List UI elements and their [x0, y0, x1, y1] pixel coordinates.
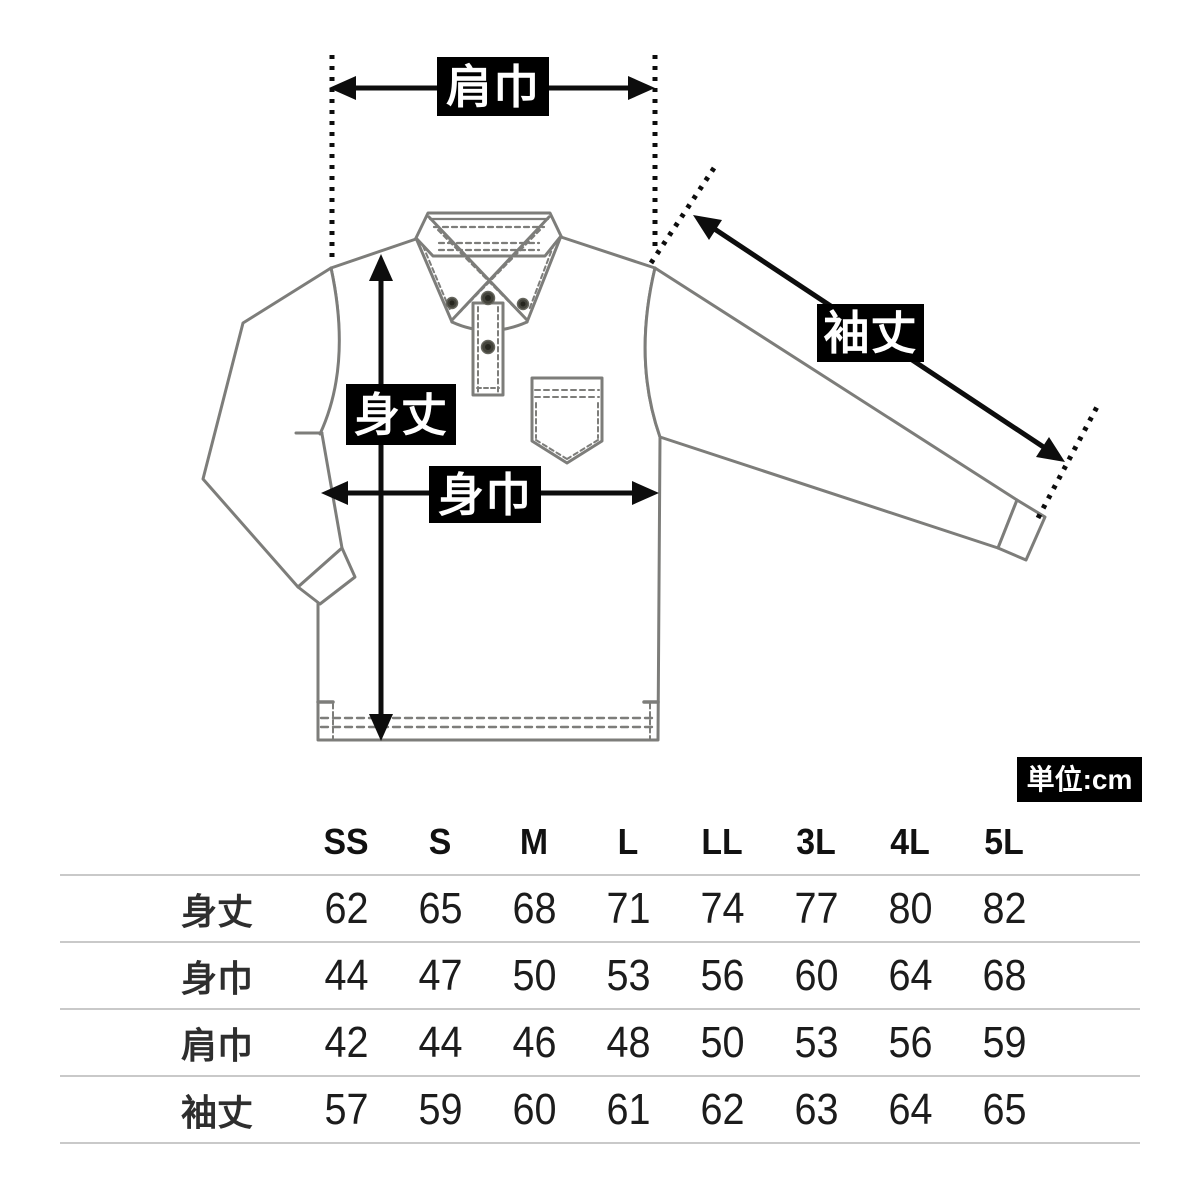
- table-cell: 63: [793, 1084, 839, 1134]
- collar-cross-line-1: [427, 215, 529, 322]
- table-cell: 61: [605, 1084, 651, 1134]
- table-cell: 80: [887, 883, 933, 933]
- left-sleeve: [203, 268, 342, 587]
- left-cuff: [296, 546, 357, 606]
- table-cell: 77: [793, 883, 839, 933]
- column-header-m: M: [519, 820, 549, 862]
- table-cell: 64: [887, 950, 933, 1000]
- column-header-4l: 4L: [890, 820, 930, 862]
- guide-cuff-diagonal: [1035, 403, 1101, 520]
- table-cell: 50: [511, 950, 557, 1000]
- table-cell: 53: [793, 1017, 839, 1067]
- table-cell: 46: [511, 1017, 557, 1067]
- table-cell: 65: [981, 1084, 1027, 1134]
- chest-pocket: [530, 376, 604, 465]
- table-cell: 56: [887, 1017, 933, 1067]
- table-cell: 42: [323, 1017, 369, 1067]
- table-row-body-width: 身巾 44 47 50 53 56 60 64 68: [60, 943, 1140, 1010]
- column-header-ll: LL: [701, 820, 743, 862]
- table-cell: 53: [605, 950, 651, 1000]
- table-cell: 62: [323, 883, 369, 933]
- row-label: 身巾: [180, 957, 253, 999]
- unit-note: 単位:cm: [1017, 757, 1142, 802]
- collar-leaf-left-edge: [414, 236, 454, 324]
- buttons: [445, 290, 530, 355]
- table-cell: 48: [605, 1017, 651, 1067]
- sleeve-length-label: 袖丈: [817, 304, 924, 362]
- button-down-collar: [414, 211, 563, 332]
- body-length-arrow: [369, 254, 393, 741]
- table-cell: 60: [511, 1084, 557, 1134]
- body-length-label: 身丈: [346, 384, 456, 445]
- guide-dotted-lines: [329, 55, 1101, 520]
- collar-cross-line-2: [450, 215, 551, 322]
- table-cell: 47: [417, 950, 463, 1000]
- table-cell: 82: [981, 883, 1027, 933]
- table-cell: 44: [323, 950, 369, 1000]
- table-row-shoulder-width: 肩巾 42 44 46 48 50 53 56 59: [60, 1010, 1140, 1077]
- size-table: SS S M L LL 3L 4L 5L 身丈 62 65 68 71 74 7…: [60, 809, 1140, 1144]
- table-cell: 59: [981, 1017, 1027, 1067]
- row-label: 肩巾: [180, 1024, 253, 1066]
- left-armhole-seam: [318, 266, 341, 436]
- table-cell: 64: [887, 1084, 933, 1134]
- table-cell: 68: [981, 950, 1027, 1000]
- table-cell: 65: [417, 883, 463, 933]
- table-cell: 68: [511, 883, 557, 933]
- table-cell: 44: [417, 1017, 463, 1067]
- column-header-l: L: [617, 820, 639, 862]
- table-cell: 50: [699, 1017, 745, 1067]
- table-cell: 71: [605, 883, 651, 933]
- column-header-5l: 5L: [984, 820, 1024, 862]
- table-row-sleeve-length: 袖丈 57 59 60 61 62 63 64 65: [60, 1077, 1140, 1144]
- row-label: 袖丈: [180, 1091, 253, 1133]
- column-header-s: S: [428, 820, 452, 862]
- row-label: 身丈: [180, 890, 253, 932]
- table-cell: 74: [699, 883, 745, 933]
- right-cuff: [996, 498, 1047, 562]
- table-cell: 59: [417, 1084, 463, 1134]
- shoulder-width-label: 肩巾: [437, 57, 549, 116]
- guide-shoulder-diagonal: [648, 166, 717, 265]
- table-cell: 57: [323, 1084, 369, 1134]
- collar-leaf-right-edge: [525, 234, 563, 324]
- column-header-3l: 3L: [796, 820, 836, 862]
- table-cell: 62: [699, 1084, 745, 1134]
- right-armhole-seam: [643, 266, 662, 439]
- table-cell: 56: [699, 950, 745, 1000]
- column-header-ss: SS: [323, 820, 369, 862]
- table-row-body-length: 身丈 62 65 68 71 74 77 80 82: [60, 876, 1140, 943]
- table-cell: 60: [793, 950, 839, 1000]
- body-width-label: 身巾: [429, 466, 541, 523]
- table-header-row: SS S M L LL 3L 4L 5L: [60, 809, 1140, 876]
- right-sleeve: [645, 268, 1017, 548]
- polo-shirt-drawing: [201, 211, 1047, 742]
